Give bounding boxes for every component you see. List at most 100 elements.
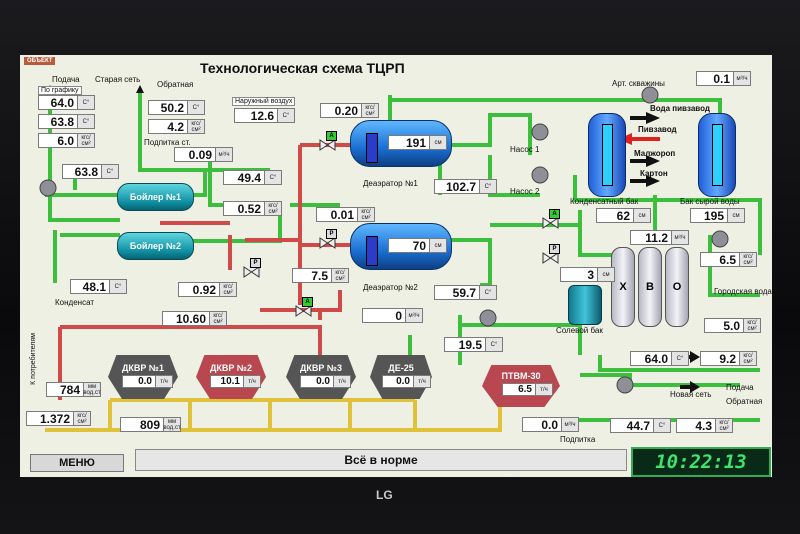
label-deaerator2: Деаэратор №2	[363, 283, 418, 292]
valve-a-1[interactable]: A	[326, 131, 337, 141]
label-voda-pivzavod: Вода пивзавод	[650, 104, 710, 113]
label-po-grafiku: По графику	[38, 86, 82, 95]
page-title: Технологическая схема ТЦРП	[200, 60, 405, 76]
hvo-filter-x[interactable]: Х	[611, 247, 635, 327]
hvo-filter-v[interactable]: В	[638, 247, 662, 327]
label-podacha: Подача	[52, 75, 80, 84]
boiler-2[interactable]: Бойлер №2	[117, 232, 194, 260]
label-obratnaya2: Обратная	[726, 397, 763, 406]
label-staraya-set: Старая сеть	[95, 75, 141, 84]
kettle-de25-name: ДЕ-25	[388, 363, 414, 373]
kettle-dkvr1-value: 0.0	[122, 375, 156, 388]
valve-a-3[interactable]: A	[549, 209, 560, 219]
kettle-dkvr1-name: ДКВР №1	[122, 363, 164, 373]
label-bak-syroy-vody: Бак сырой воды	[680, 197, 740, 206]
kettle-ptvm30-unit: т/ч	[536, 383, 553, 396]
raw-water-tank[interactable]	[698, 113, 736, 197]
valve-p-1[interactable]: P	[326, 229, 337, 239]
status-bar: Всё в норме	[135, 449, 627, 471]
label-nasos2: Насос 2	[510, 187, 540, 196]
label-deaerator1: Деаэратор №1	[363, 179, 418, 188]
label-kondensat-bak: Конденсатный бак	[570, 197, 639, 206]
kettle-dkvr3-unit: т/ч	[334, 375, 351, 388]
kettle-dkvr3-value: 0.0	[300, 375, 334, 388]
kettle-dkvr1-unit: т/ч	[156, 375, 173, 388]
label-podpitka: Подпитка	[560, 435, 596, 444]
hvo-filter-o[interactable]: О	[665, 247, 689, 327]
label-podacha2: Подача	[726, 383, 754, 392]
scada-screen: ОБЪЕКТ Технологическая схема ТЦРП Подача…	[20, 55, 772, 477]
kettle-dkvr3-name: ДКВР №3	[300, 363, 342, 373]
valve-p-2[interactable]: P	[250, 258, 261, 268]
label-karton: Картон	[640, 169, 668, 178]
label-podpiska-st: Подпитка ст.	[144, 138, 191, 147]
boiler-1[interactable]: Бойлер №1	[117, 183, 194, 211]
valve-a-2[interactable]: A	[302, 297, 313, 307]
monitor-logo: LG	[376, 488, 393, 502]
kettle-dkvr2-unit: т/ч	[244, 375, 261, 388]
kettle-ptvm30-name: ПТВМ-30	[501, 371, 541, 381]
condensate-tank[interactable]	[588, 113, 626, 197]
kettle-dkvr2-name: ДКВР №2	[210, 363, 252, 373]
kettle-dkvr2-value: 10.1	[210, 375, 244, 388]
clock-display: 10:22:13	[631, 447, 771, 477]
valve-p-3[interactable]: P	[549, 244, 560, 254]
kettle-de25-unit: т/ч	[414, 375, 431, 388]
label-obratnaya: Обратная	[157, 80, 194, 89]
kettle-ptvm30-value: 6.5	[502, 383, 536, 396]
label-malzhorop: Малжороп	[634, 149, 676, 158]
label-kondensat: Конденсат	[55, 298, 94, 307]
label-novaya-set: Новая сеть	[670, 390, 712, 399]
label-solevoy-bak: Солевой бак	[556, 326, 603, 335]
label-pivzavod: Пивзавод	[638, 125, 677, 134]
salt-tank[interactable]	[568, 285, 602, 325]
label-art-skvazhiny: Арт. скважины	[612, 79, 665, 88]
label-gorodskaya-voda: Городская вода	[714, 287, 772, 296]
label-naruzhny-vozduh: Наружный воздух	[232, 97, 296, 106]
menu-button[interactable]: МЕНЮ	[30, 454, 124, 472]
label-k-potrebitelyam: К потребителям	[30, 333, 37, 385]
